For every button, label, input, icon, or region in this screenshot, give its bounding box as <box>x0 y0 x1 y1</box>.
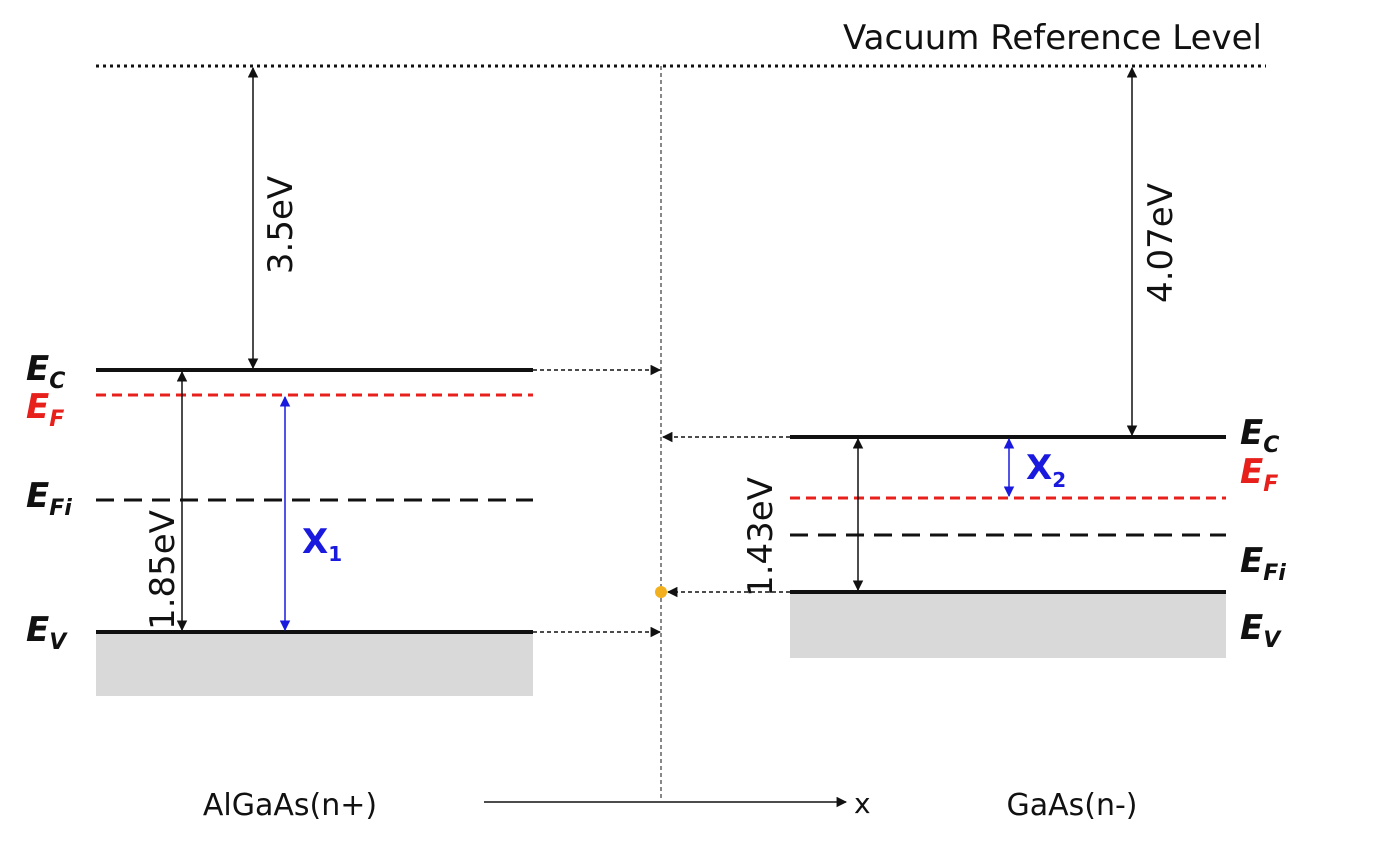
left-valence-fill <box>96 632 533 696</box>
right-affinity-label: 4.07eV <box>1141 183 1181 303</box>
left-bandgap-label: 1.85eV <box>143 510 183 630</box>
right-bandgap-label: 1.43eV <box>741 477 781 597</box>
x-axis-label: x <box>854 787 871 820</box>
left-efi-label: EFi <box>26 476 72 521</box>
vacuum-level-label: Vacuum Reference Level <box>843 18 1262 58</box>
left-material-label: AlGaAs(n+) <box>203 788 377 823</box>
right-ef-label: EF <box>1240 452 1278 497</box>
left-ev-label: EV <box>26 610 68 655</box>
right-efi-label: EFi <box>1240 541 1286 586</box>
interface-point <box>655 586 667 598</box>
right-ev-label: EV <box>1240 608 1282 653</box>
x2-label: X2 <box>1026 448 1066 492</box>
left-ec-label: EC <box>26 349 65 394</box>
left-ef-label: EF <box>26 387 64 432</box>
right-valence-fill <box>790 592 1226 658</box>
right-material-label: GaAs(n-) <box>1006 788 1137 823</box>
x1-label: X1 <box>302 522 342 566</box>
right-ec-label: EC <box>1240 413 1279 458</box>
left-affinity-label: 3.5eV <box>261 176 301 274</box>
